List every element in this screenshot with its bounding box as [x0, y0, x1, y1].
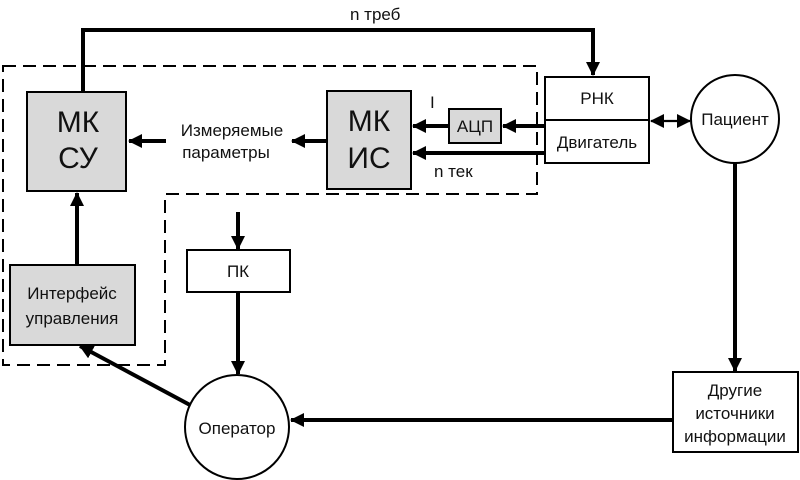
interface-block[interactable]: [9, 264, 136, 346]
pc-label: ПК: [227, 262, 249, 281]
current-label: I: [430, 93, 435, 112]
mk-su-label-2: СУ: [58, 142, 99, 175]
interface-label-2: управления: [26, 309, 119, 328]
measured-label-1: Измеряемые: [181, 121, 283, 140]
adc-block[interactable]: [448, 108, 502, 144]
pc-block[interactable]: [186, 249, 291, 293]
mk-su-block[interactable]: [26, 91, 127, 192]
mk-is-label-2: ИС: [347, 142, 390, 175]
measured-label-2: параметры: [182, 143, 270, 162]
motor-block[interactable]: [544, 119, 650, 164]
motor-label: Двигатель: [557, 133, 637, 152]
system-boundary: [2, 65, 538, 366]
mk-is-label-1: МК: [348, 105, 391, 138]
other-sources-block[interactable]: [672, 371, 799, 453]
mk-su-label-1: МК: [57, 106, 100, 139]
operator-node[interactable]: [184, 374, 290, 480]
patient-label: Пациент: [701, 110, 769, 129]
n-req-label: n треб: [350, 5, 401, 24]
n-req-line: [81, 28, 600, 92]
other-sources-label-3: информации: [684, 427, 786, 446]
interface-label-1: Интерфейс: [27, 284, 117, 303]
other-sources-label-1: Другие: [708, 381, 762, 400]
operator-label: Оператор: [199, 419, 276, 438]
operator-to-interface: [79, 344, 191, 407]
rnk-label: РНК: [580, 89, 614, 108]
other-sources-label-2: источники: [695, 404, 774, 423]
n-cur-label: n тек: [434, 162, 473, 181]
mk-is-block[interactable]: [326, 90, 412, 190]
adc-label: АЦП: [457, 117, 493, 136]
rnk-block[interactable]: [544, 76, 650, 121]
